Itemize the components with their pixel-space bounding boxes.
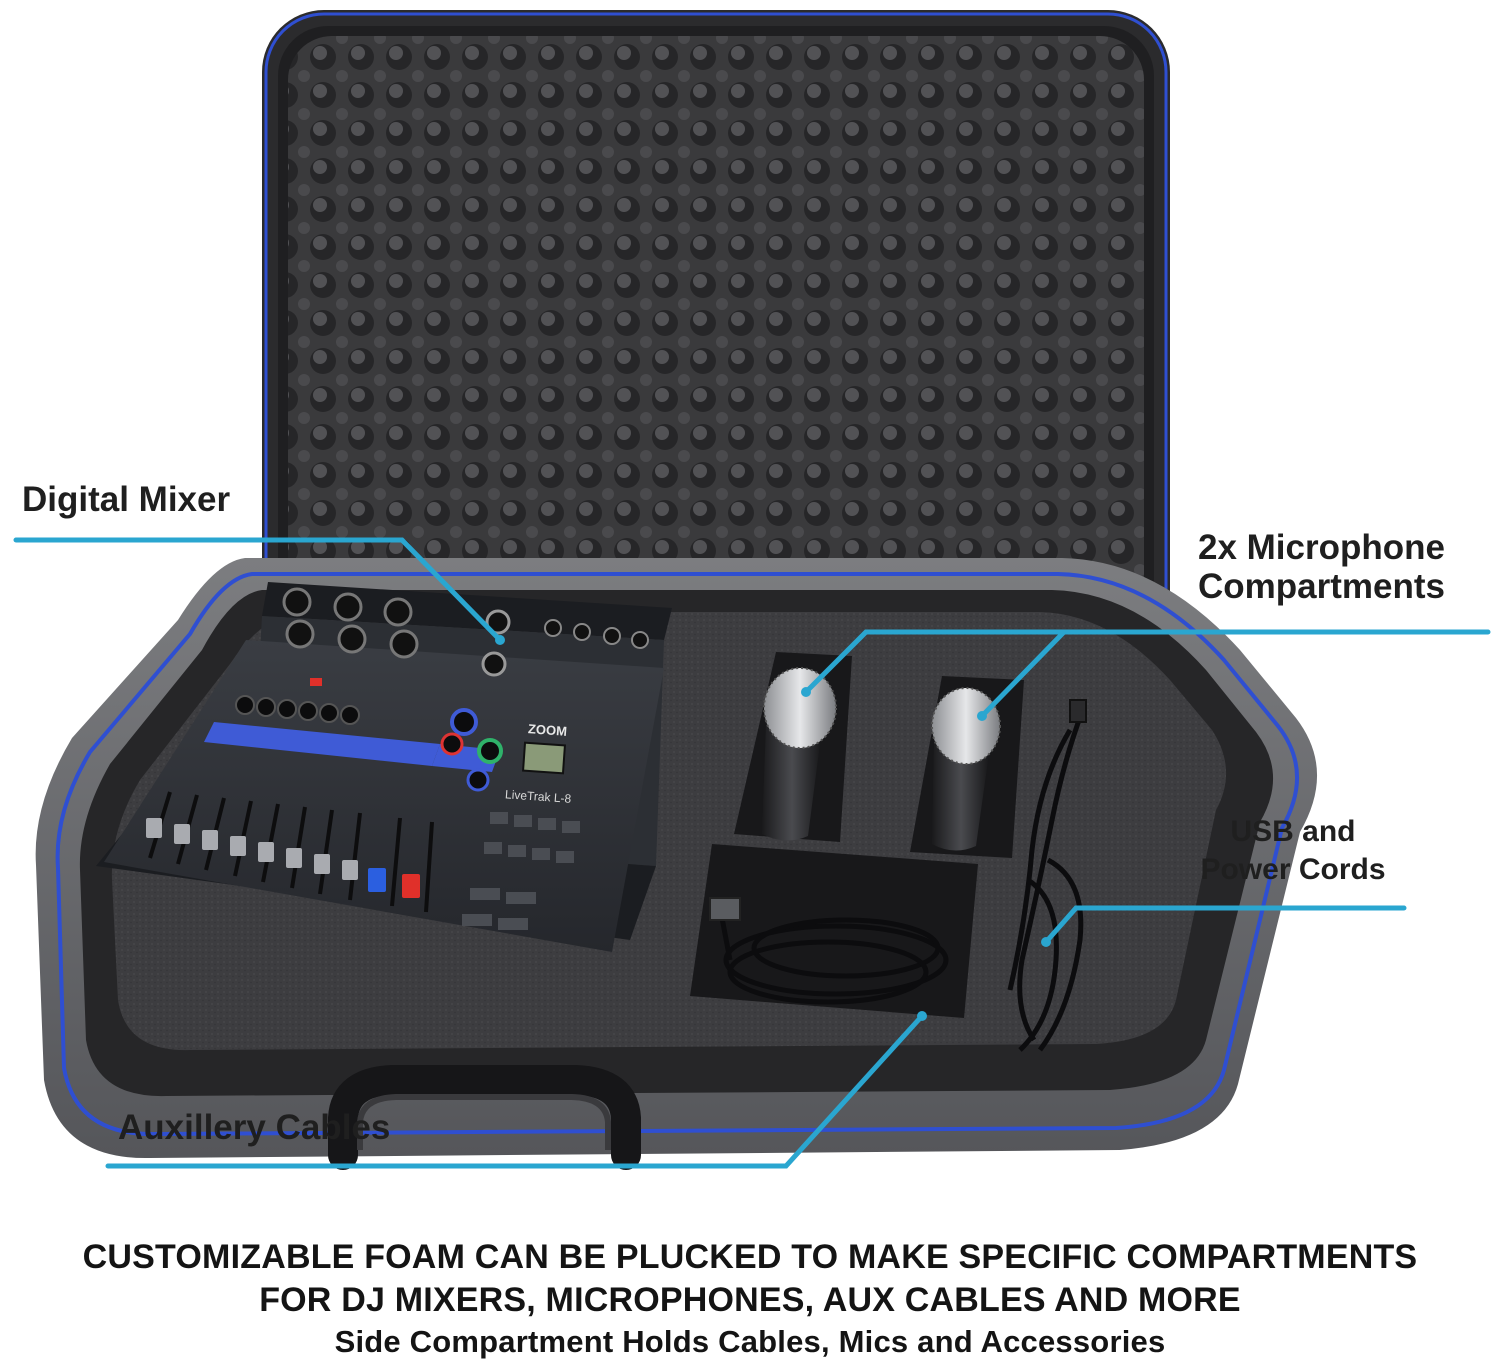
case-handle — [328, 1065, 641, 1170]
mixer-buttons — [462, 812, 580, 930]
case-lid — [262, 10, 1170, 686]
callout-lines — [13, 537, 1491, 1169]
callout-line-mic-left — [803, 629, 1491, 695]
aux-cable — [709, 897, 949, 1005]
caption-line-3: Side Compartment Holds Cables, Mics and … — [334, 1324, 1166, 1359]
mixer-brand: ZOOM — [528, 721, 568, 739]
microphone-left — [762, 667, 837, 841]
callout-usb-cords: USB and Power Cords — [1188, 813, 1398, 888]
caption-line-2: FOR DJ MIXERS, MICROPHONES, AUX CABLES A… — [259, 1281, 1241, 1319]
callout-digital-mixer: Digital Mixer — [22, 480, 231, 519]
mixer-lcd — [522, 741, 566, 775]
gain-knobs — [235, 678, 503, 792]
callout-usb-line1: USB and — [1230, 815, 1356, 848]
callout-line-usb — [1043, 905, 1407, 945]
eggcrate-foam — [288, 36, 1144, 660]
xlr-inputs — [282, 587, 649, 677]
caption-line-1: CUSTOMIZABLE FOAM CAN BE PLUCKED TO MAKE… — [82, 1238, 1418, 1276]
callout-microphones: 2x Microphone Compartments — [1198, 528, 1445, 606]
callout-line-mic-right — [979, 629, 1067, 719]
caption: CUSTOMIZABLE FOAM CAN BE PLUCKED TO MAKE… — [0, 1236, 1500, 1362]
callout-aux-cables: Auxillery Cables — [118, 1108, 391, 1147]
mixer-model: LiveTrak L-8 — [505, 787, 572, 806]
usb-power-cords — [1007, 699, 1087, 1052]
callout-line-mixer — [13, 537, 503, 643]
callout-usb-line2: Power Cords — [1200, 852, 1386, 886]
digital-mixer: ZOOM LiveTrak L-8 — [96, 582, 672, 952]
callout-microphones-line2: Compartments — [1198, 567, 1445, 607]
fader-caps — [146, 818, 420, 898]
microphone-right — [931, 687, 1001, 851]
callout-microphones-line1: 2x Microphone — [1198, 528, 1445, 567]
microphone-compartments — [690, 652, 1087, 1052]
callout-line-aux — [105, 1013, 925, 1169]
